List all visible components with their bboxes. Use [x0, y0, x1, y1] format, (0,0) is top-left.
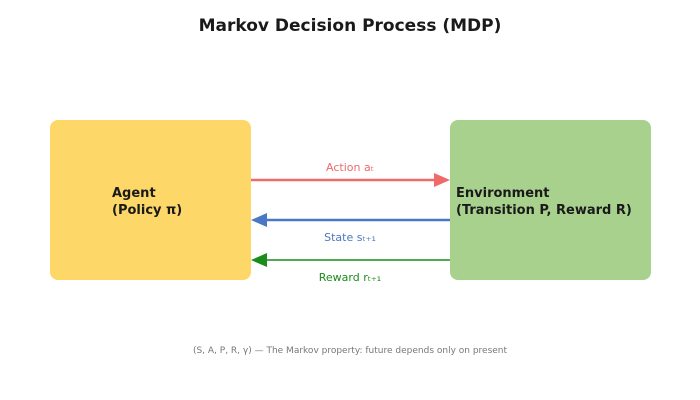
action-arrow-head: [434, 173, 450, 187]
agent-label-name: Agent: [112, 186, 156, 201]
reward-arrow-head: [251, 253, 267, 267]
agent-label: Agent (Policy π): [112, 185, 182, 219]
agent-label-policy: (Policy π): [112, 203, 183, 218]
environment-label-detail: (Transition P, Reward R): [456, 203, 632, 218]
footer-caption: (S, A, P, R, γ) — The Markov property: f…: [192, 346, 508, 356]
diagram-title: Markov Decision Process (MDP): [198, 16, 502, 36]
environment-label-name: Environment: [456, 186, 550, 201]
environment-box: Environment (Transition P, Reward R): [450, 120, 651, 280]
reward-label: Reward rₜ₊₁: [318, 271, 382, 284]
action-label: Action aₜ: [326, 161, 374, 174]
state-label: State sₜ₊₁: [324, 231, 376, 244]
state-arrow-head: [251, 213, 267, 227]
agent-box: Agent (Policy π): [50, 120, 251, 280]
environment-label: Environment (Transition P, Reward R): [456, 185, 632, 219]
